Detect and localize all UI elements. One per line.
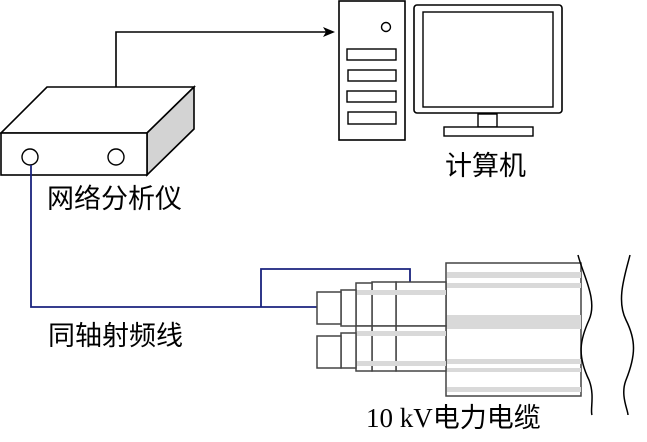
network-analyzer-icon xyxy=(0,85,196,177)
computer-label: 计算机 xyxy=(445,151,526,182)
computer-tower-icon xyxy=(338,0,406,141)
power-cable-label: 10 kV电力电缆 xyxy=(366,403,541,434)
port-1-icon xyxy=(21,148,39,166)
coax-cable-label: 同轴射频线 xyxy=(48,321,183,352)
power-cable-icon xyxy=(316,254,635,416)
power-cable-name: 电力电缆 xyxy=(432,403,541,434)
monitor-icon xyxy=(413,4,563,137)
coax-cable-line xyxy=(30,165,411,308)
network-analyzer-label: 网络分析仪 xyxy=(47,184,182,215)
power-cable-voltage: 10 kV xyxy=(366,403,433,433)
port-2-icon xyxy=(107,148,125,166)
data-link-line xyxy=(115,27,335,87)
